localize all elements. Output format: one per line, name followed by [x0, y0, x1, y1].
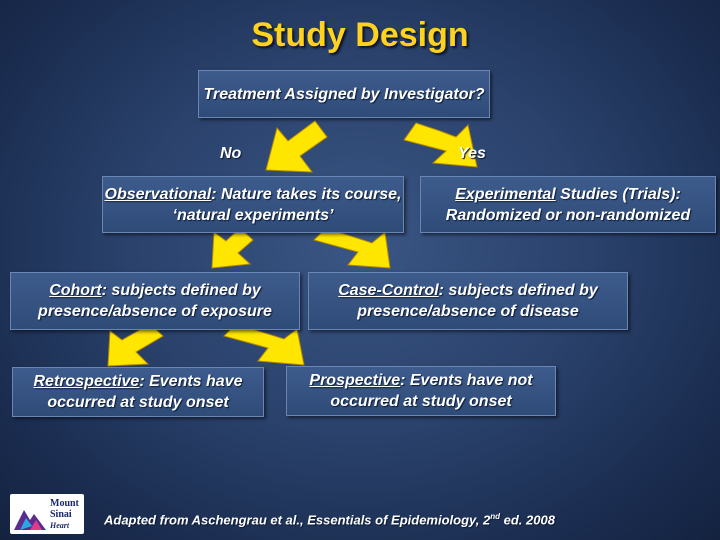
prospective-description: : Events have not occurred at study onse…: [330, 372, 533, 410]
observational-term: Observational: [104, 185, 212, 203]
prospective-term: Prospective: [309, 372, 401, 389]
experimental-term: Experimental: [455, 185, 556, 203]
cohort-term: Cohort: [49, 282, 102, 299]
citation-superscript: nd: [490, 512, 501, 521]
logo-line-3: Heart: [50, 521, 70, 530]
experimental-box: Experimental Studies (Trials): Randomize…: [420, 176, 716, 233]
experimental-description: Studies (Trials): Randomized or non-rand…: [445, 185, 691, 224]
citation-edition: ed. 2008: [500, 512, 555, 528]
observational-description: : Nature takes its course, ‘natural expe…: [172, 185, 402, 224]
treatment-assigned-text: Treatment Assigned by Investigator?: [203, 85, 485, 103]
arrow-no: [265, 120, 328, 173]
arrow-prospective: [223, 323, 305, 366]
retrospective-term: Retrospective: [33, 373, 140, 390]
label-no: No: [220, 145, 242, 162]
case-control-description: : subjects defined by presence/absence o…: [357, 282, 598, 320]
citation-text: Adapted from Aschengrau et al., Essentia…: [104, 512, 491, 528]
slide-title: Study Design: [251, 16, 469, 54]
case-control-term: Case-Control: [338, 282, 439, 299]
logo-line-2: Sinai: [50, 509, 72, 520]
arrow-cohort: [211, 227, 254, 269]
logo-mark-icon: [14, 510, 46, 530]
logo-line-1: Mount: [50, 498, 79, 509]
mount-sinai-logo: Mount Sinai Heart: [10, 494, 84, 534]
case-control-box: Case-Control: subjects defined by presen…: [308, 272, 628, 330]
arrow-yes: [403, 122, 478, 168]
retrospective-description: : Events have occurred at study onset: [47, 373, 243, 411]
cohort-description: : subjects defined by presence/absence o…: [38, 282, 272, 320]
retrospective-box: Retrospective: Events have occurred at s…: [12, 367, 264, 417]
observational-box: Observational: Nature takes its course, …: [102, 176, 404, 233]
treatment-assigned-box: Treatment Assigned by Investigator?: [198, 70, 490, 118]
cohort-box: Cohort: subjects defined by presence/abs…: [10, 272, 300, 330]
citation: Adapted from Aschengrau et al., Essentia…: [104, 512, 664, 527]
arrow-retrospective: [107, 323, 164, 367]
label-yes: Yes: [458, 145, 486, 162]
arrow-case-control: [313, 227, 391, 269]
prospective-box: Prospective: Events have not occurred at…: [286, 366, 556, 416]
